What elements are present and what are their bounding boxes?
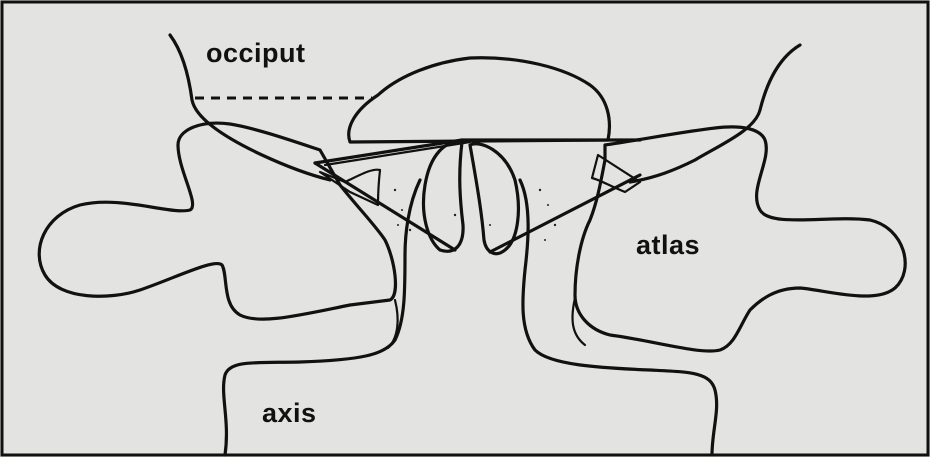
dens-left-lobe [423,142,463,251]
atlas-left [39,123,395,319]
atlas-left-facet [320,170,380,205]
label-occiput: occiput [206,40,306,67]
atlas-ring-right [572,298,585,345]
occiput-right-contour [630,45,800,182]
left-alar-ligament [315,163,455,250]
label-axis: axis [262,400,317,427]
stipple-shading [394,189,556,241]
dens-right-lobe [470,144,518,254]
atlas-right [575,127,905,351]
dens-tip [349,58,610,142]
label-atlas: atlas [636,232,700,259]
